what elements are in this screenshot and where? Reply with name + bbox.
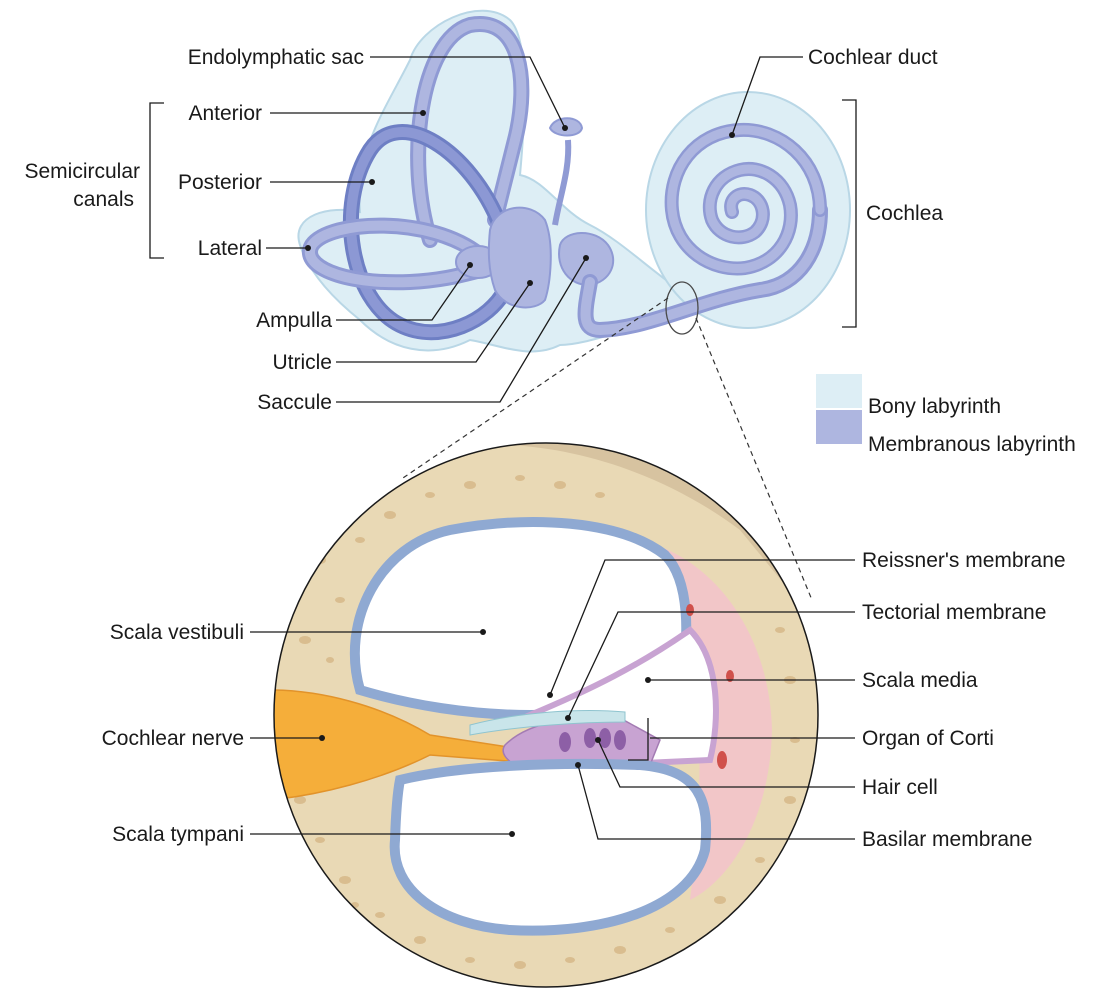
legend: Bony labyrinth Membranous labyrinth <box>816 374 1076 456</box>
label-posterior: Posterior <box>178 171 262 194</box>
label-organ-of-corti: Organ of Corti <box>862 727 994 750</box>
label-basilar-membrane: Basilar membrane <box>862 828 1032 851</box>
label-semicircular-2: canals <box>73 188 134 211</box>
label-scala-media: Scala media <box>862 669 978 692</box>
label-anterior: Anterior <box>188 102 262 125</box>
label-cochlea: Cochlea <box>866 202 943 225</box>
label-semicircular-1: Semicircular <box>24 160 140 183</box>
label-saccule: Saccule <box>257 391 332 414</box>
legend-swatch-bony <box>816 374 862 408</box>
legend-label-bony: Bony labyrinth <box>868 395 1001 418</box>
label-hair-cell: Hair cell <box>862 776 938 799</box>
legend-swatch-membranous <box>816 410 862 444</box>
label-scala-tympani: Scala tympani <box>112 823 244 846</box>
utricle <box>489 208 551 308</box>
label-reissners-membrane: Reissner's membrane <box>862 549 1066 572</box>
label-cochlear-nerve: Cochlear nerve <box>102 727 244 750</box>
label-lateral: Lateral <box>198 237 262 260</box>
legend-label-membranous: Membranous labyrinth <box>868 433 1076 456</box>
label-utricle: Utricle <box>272 351 332 374</box>
semicircular-bracket <box>150 103 164 258</box>
inner-ear-illustration <box>298 11 850 352</box>
label-cochlear-duct: Cochlear duct <box>808 46 938 69</box>
scala-tympani-shape <box>395 764 706 931</box>
label-tectorial-membrane: Tectorial membrane <box>862 601 1046 624</box>
label-ampulla: Ampulla <box>256 309 332 332</box>
label-scala-vestibuli: Scala vestibuli <box>110 621 244 644</box>
label-endolymphatic-sac: Endolymphatic sac <box>188 46 364 69</box>
